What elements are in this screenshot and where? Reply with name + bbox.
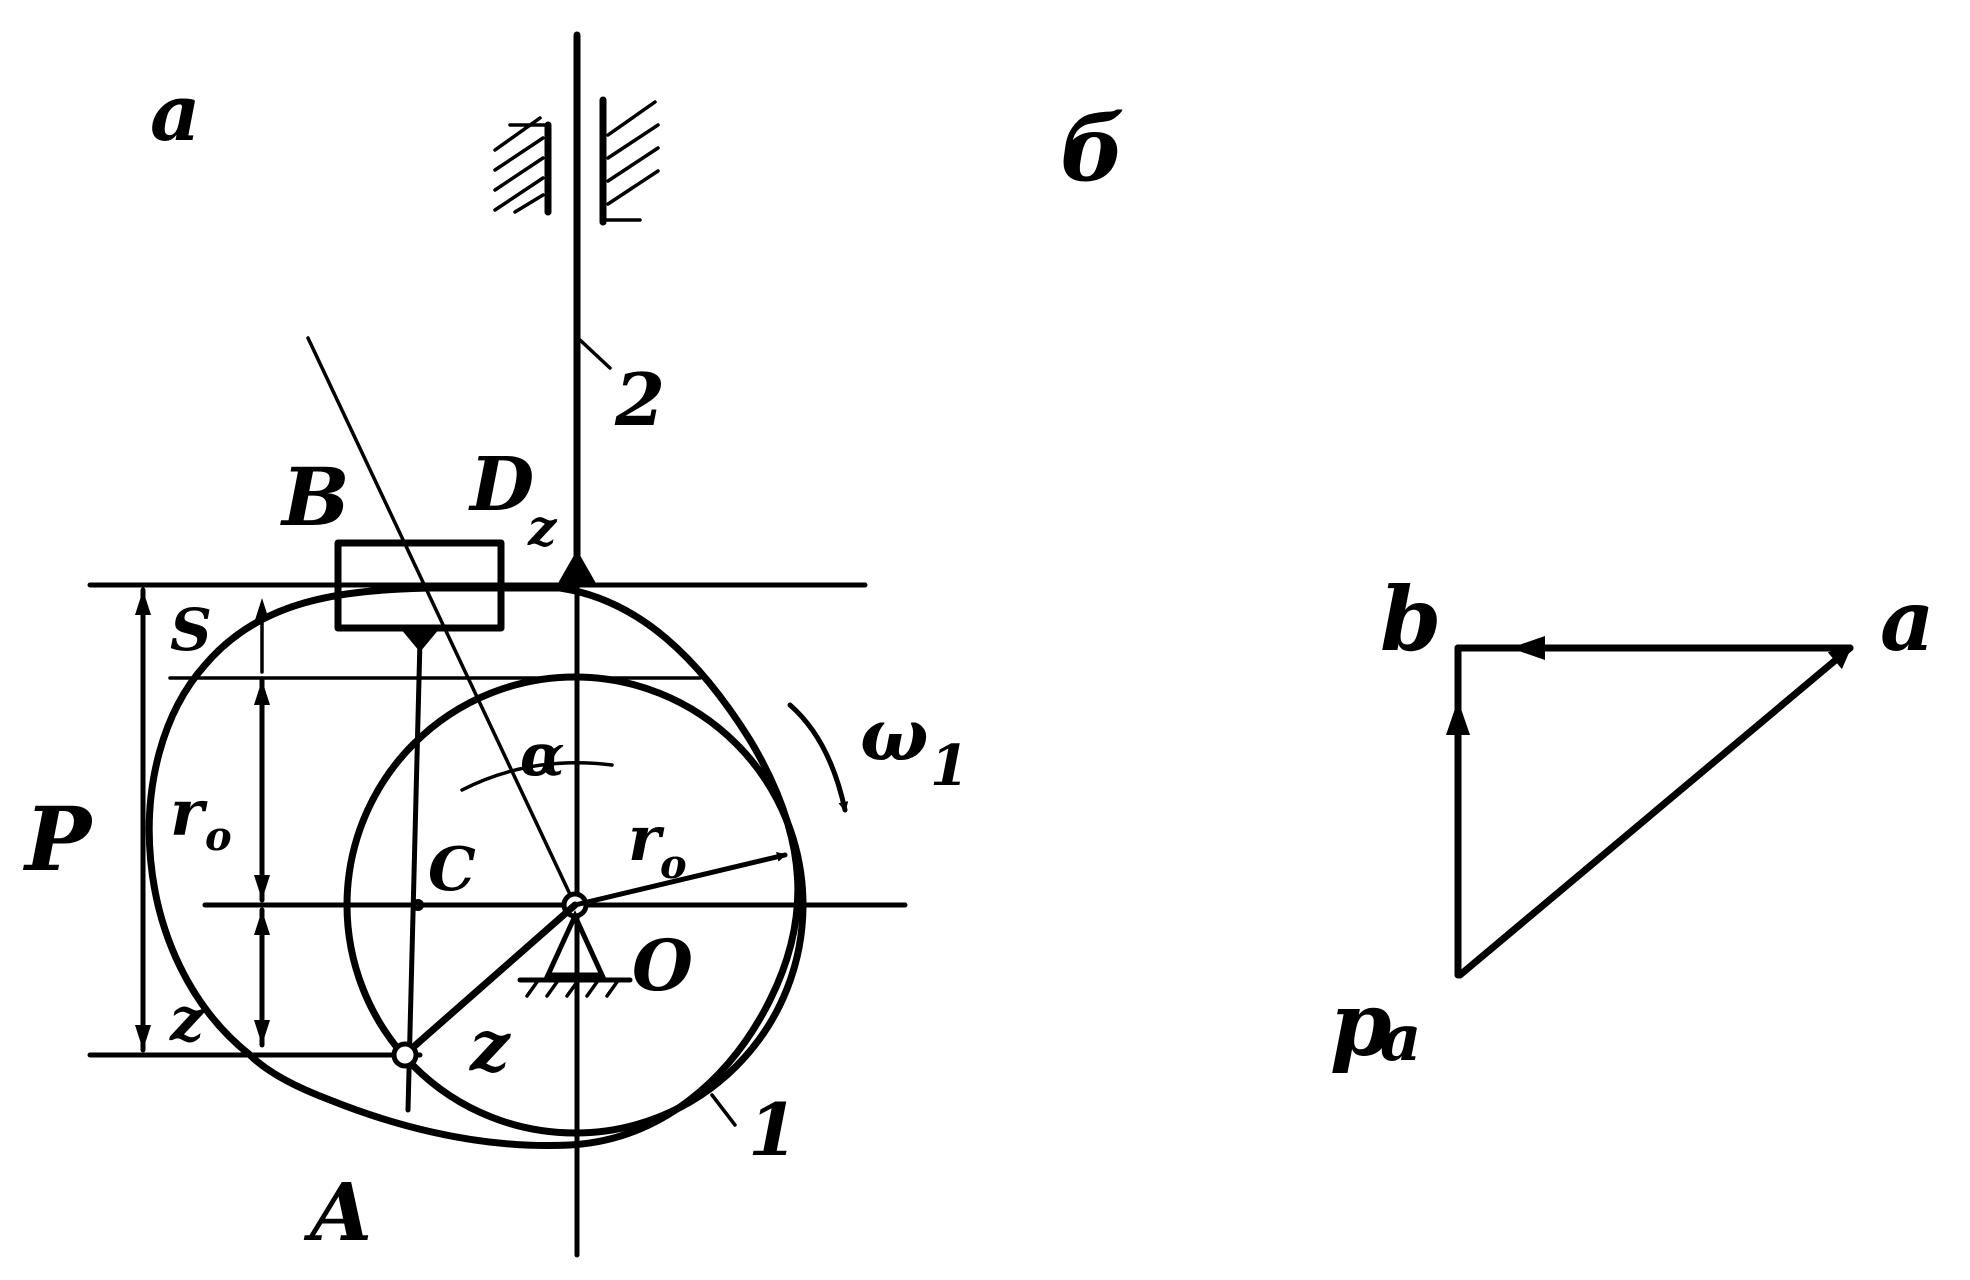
label-P: P: [22, 787, 94, 891]
alpha-arc: [460, 761, 614, 792]
slider-guide-right: [599, 96, 660, 226]
label-b: b: [1380, 567, 1442, 671]
roller-A: [391, 1041, 419, 1069]
label-A: A: [303, 1165, 372, 1259]
point-C: [412, 899, 424, 911]
label-a: a: [1880, 571, 1934, 670]
mechanism: 2 B D z O A z: [22, 31, 969, 1259]
block-rod: [405, 637, 423, 1113]
panel-b-label: б: [1060, 96, 1125, 202]
panel-a-label: а: [150, 68, 201, 159]
normal-line: [306, 336, 577, 907]
label-D-sub: z: [527, 498, 558, 557]
label-r0-left: r: [170, 776, 208, 851]
r0-right-arrow: [572, 851, 788, 908]
label-p: p: [1330, 972, 1392, 1076]
label-B: B: [280, 450, 350, 544]
link-1-label: 1: [748, 1087, 798, 1172]
omega-arrow: [787, 702, 849, 813]
crank-OA: [406, 901, 579, 1054]
label-z-left: z: [169, 985, 206, 1055]
label-C: C: [428, 835, 476, 905]
label-r0-left-sub: o: [205, 813, 232, 860]
vector-pa-a: [1456, 644, 1854, 979]
label-D: D: [468, 442, 534, 528]
label-p-sub: a: [1380, 1001, 1421, 1076]
slider-guide-left: [493, 116, 552, 216]
base-circle: [343, 673, 807, 1137]
cam-profile: [145, 584, 802, 1150]
label-r0-right-sub: o: [660, 841, 687, 888]
label-O: O: [632, 924, 693, 1007]
label-z-right: z: [468, 1004, 511, 1087]
label-r0-right: r: [628, 802, 665, 875]
support: [544, 909, 606, 978]
label-alpha: α: [520, 721, 565, 789]
follower-tip: [557, 550, 597, 585]
label-S: S: [170, 596, 212, 664]
label-omega: ω: [860, 692, 929, 777]
velocity-plan: b a p a: [1330, 567, 1934, 1076]
link-2-label: 2: [614, 357, 665, 442]
label-omega-sub: 1: [930, 733, 969, 799]
